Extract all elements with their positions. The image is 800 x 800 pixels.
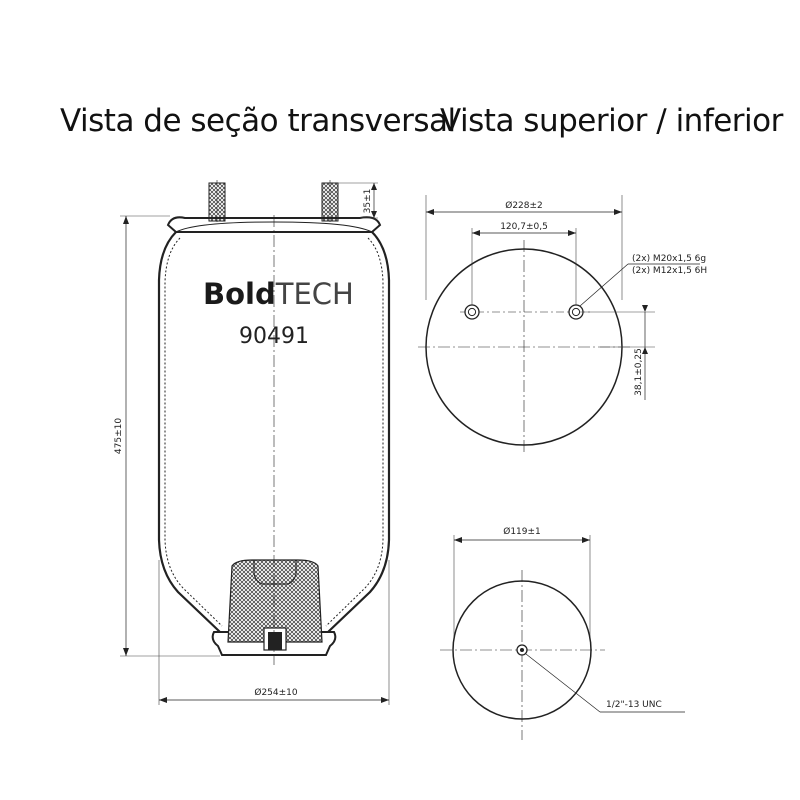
top-stud-left [208, 180, 226, 225]
part-number: 90491 [239, 324, 309, 349]
brand-light: TECH [275, 277, 354, 311]
brand-logo: BoldTECH [203, 277, 354, 311]
cross-section-view: 475±10 Ø254±10 35±1 BoldTECH 90491 [114, 180, 391, 705]
cross-section-title: Vista de seção transversal [60, 103, 456, 139]
height-dim-label: 475±10 [114, 418, 124, 454]
bottom-view: Ø119±1 1/2"-13 UNC [440, 526, 685, 740]
offset-dim-label: 38,1±0,25 [634, 348, 644, 396]
thread-note-2: (2x) M12x1,5 6H [632, 266, 707, 276]
top-diameter-label: Ø228±2 [505, 200, 543, 211]
top-view: Ø228±2 120,7±0,5 (2x) M20x1,5 6g (2x) M1… [418, 195, 707, 455]
bottom-diameter-label: Ø119±1 [503, 526, 541, 537]
top-bottom-view-title: Vista superior / inferior [440, 103, 783, 139]
stud-height-dimension: 35±1 [338, 182, 378, 219]
thread-note-1: (2x) M20x1,5 6g [632, 254, 706, 264]
width-dim-label: Ø254±10 [254, 687, 298, 698]
height-dimension: 475±10 [114, 215, 220, 657]
stud-height-dim-label: 35±1 [363, 189, 373, 214]
stud-hole-left [464, 304, 480, 320]
bottom-thread-note: 1/2"-13 UNC [606, 700, 662, 710]
bellows-wall [157, 231, 391, 633]
brand-bold: Bold [203, 277, 276, 311]
bump-stop [227, 559, 323, 643]
center-thread-hole [516, 644, 528, 656]
stud-spacing-label: 120,7±0,5 [500, 222, 548, 232]
width-dimension: Ø254±10 [158, 560, 390, 705]
piston-base [211, 631, 337, 656]
